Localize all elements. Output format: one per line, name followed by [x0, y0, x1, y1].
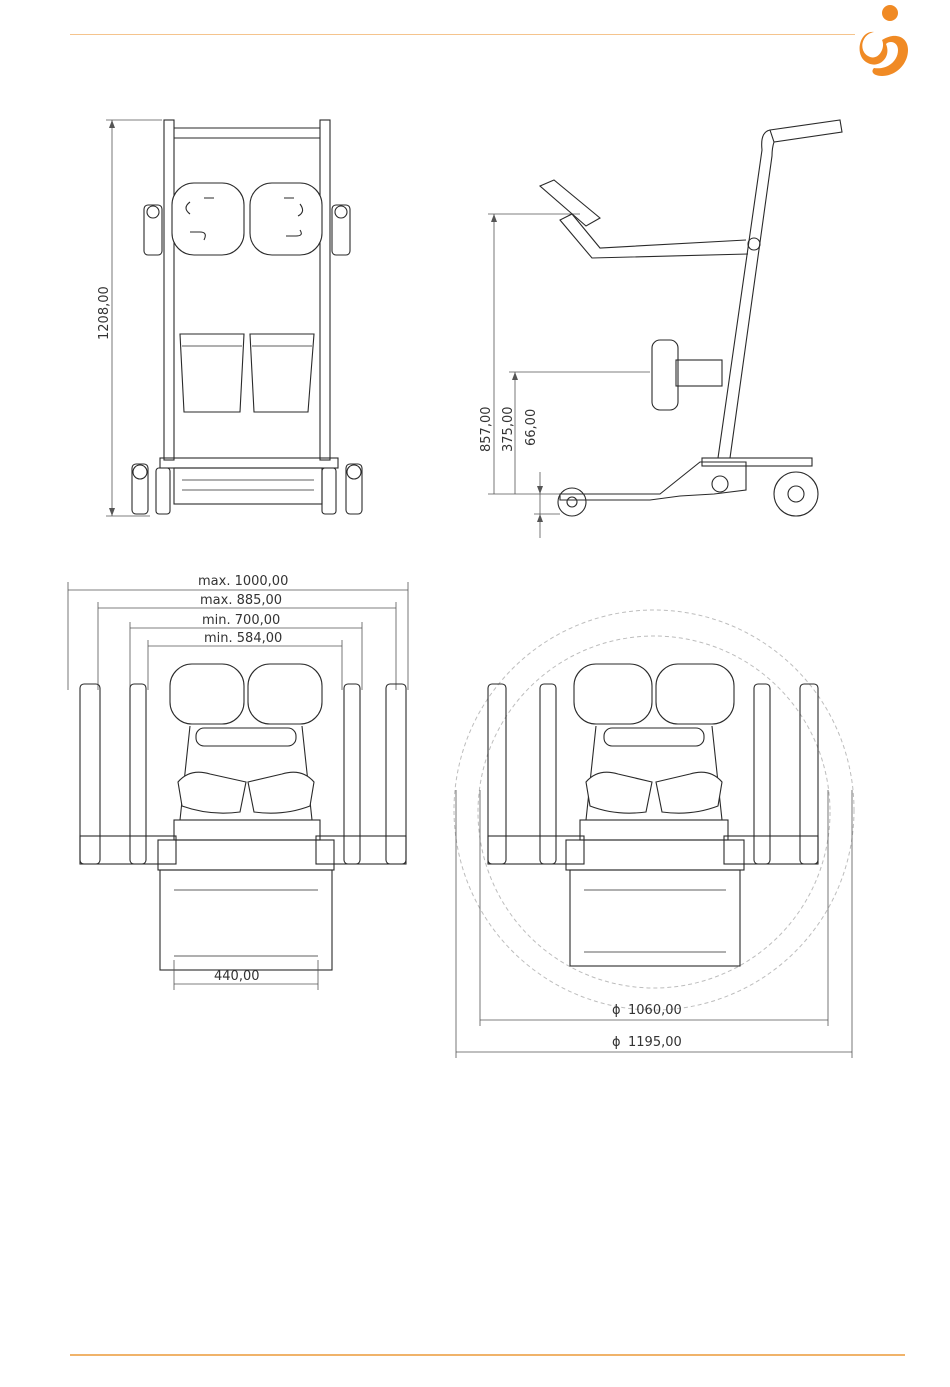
side-view: 857,00 375,00 66,00 [479, 120, 842, 538]
side-dim-66: 66,00 [524, 409, 539, 446]
side-dim-857: 857,00 [479, 407, 494, 453]
min-584-label: min. 584,00 [204, 631, 282, 646]
top-view: max. 1000,00 max. 885,00 min. 700,00 min… [68, 574, 408, 990]
base-width-label: 440,00 [214, 969, 260, 984]
side-dim-375: 375,00 [501, 407, 516, 453]
diameter-symbol-outer: ϕ [612, 1035, 621, 1050]
outer-diameter-label: 1195,00 [628, 1035, 682, 1050]
max-885-label: max. 885,00 [200, 593, 282, 608]
min-700-label: min. 700,00 [202, 613, 280, 628]
turning-view: ϕ 1060,00 ϕ 1195,00 [454, 610, 854, 1058]
diameter-symbol-inner: ϕ [612, 1003, 621, 1018]
front-view: 1208,00 [97, 120, 362, 516]
inner-diameter-label: 1060,00 [628, 1003, 682, 1018]
front-height-label: 1208,00 [97, 286, 112, 340]
max-1000-label: max. 1000,00 [198, 574, 288, 589]
